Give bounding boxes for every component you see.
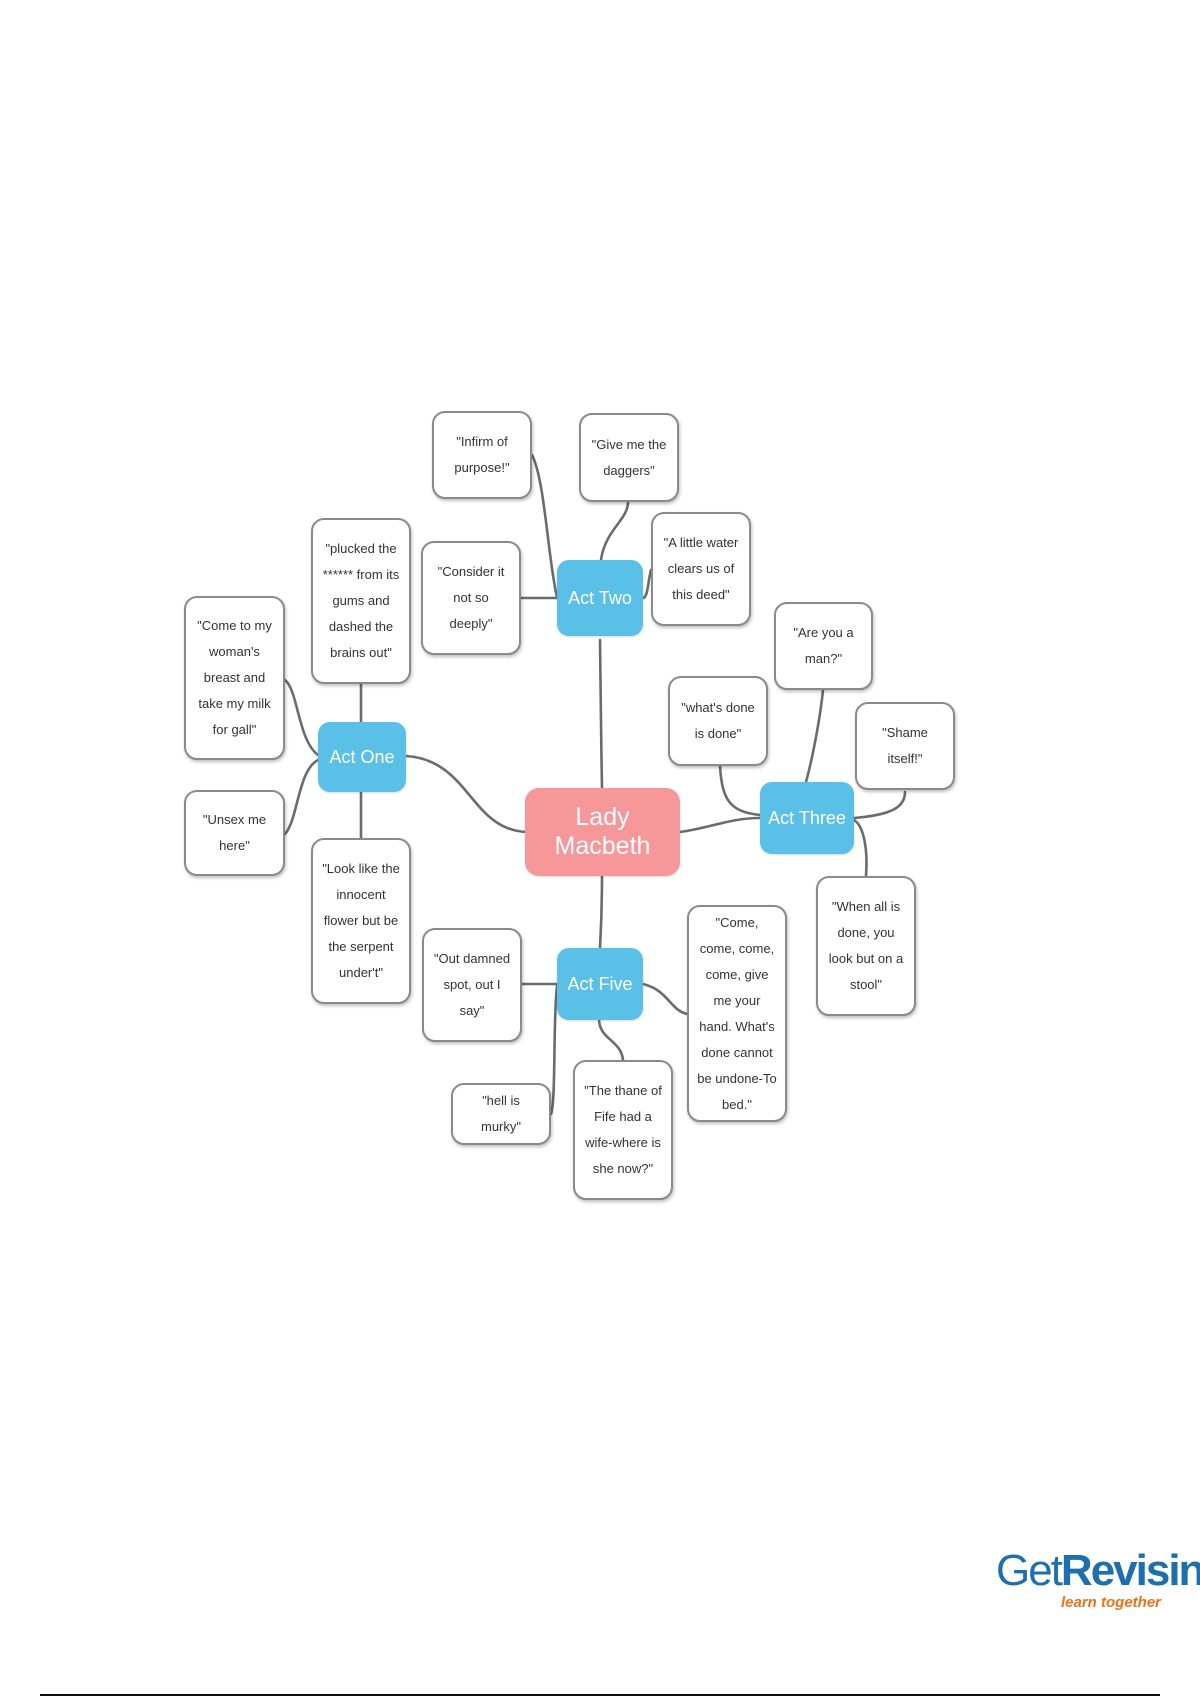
edge-central-act-one	[404, 754, 529, 834]
edge-act-five-quote-3	[549, 984, 559, 1116]
edge-central-act-five	[598, 874, 604, 950]
act-five-quote-4: "The thane of Fife had a wife-where is s…	[573, 1060, 673, 1200]
edge-act-three-quote-2	[718, 764, 762, 817]
logo-revising-text: Revising	[1060, 1546, 1200, 1595]
edge-central-act-two	[598, 638, 604, 790]
logo-wordmark: GetRevising	[996, 1546, 1200, 1595]
edge-central-act-three	[678, 816, 762, 834]
act-one-quote-2: "plucked the ****** from its gums and da…	[311, 518, 411, 684]
logo-get-text: Get	[996, 1546, 1063, 1595]
act-one-node: Act One	[318, 722, 406, 792]
edge-act-three-quote-1	[804, 688, 825, 784]
act-five-node: Act Five	[557, 948, 643, 1020]
logo-tagline: learn together	[1060, 1594, 1162, 1611]
act-three-quote-1: "Are you a man?"	[774, 602, 873, 690]
edge-act-two-quote-2	[599, 500, 630, 562]
edge-act-five-quote-2	[641, 982, 689, 1016]
edge-act-three-quote-4	[852, 818, 868, 878]
act-two-quote-2: "Give me the daggers"	[579, 413, 679, 502]
edge-act-two-quote-1	[530, 453, 559, 599]
act-two-quote-1: "Infirm of purpose!"	[432, 411, 532, 499]
act-two-node: Act Two	[557, 560, 643, 636]
act-one-quote-4: "Look like the innocent flower but be th…	[311, 838, 411, 1004]
edge-act-one-quote-3	[283, 758, 320, 836]
central-node-lady-macbeth: Lady Macbeth	[525, 788, 680, 876]
edge-act-one-quote-1	[283, 678, 320, 757]
act-five-quote-3: "hell is murky"	[451, 1083, 551, 1145]
act-three-quote-4: "When all is done, you look but on a sto…	[816, 876, 916, 1016]
act-five-quote-2: "Come, come, come, come, give me your ha…	[687, 905, 787, 1122]
act-three-node: Act Three	[760, 782, 854, 854]
act-five-quote-1: "Out damned spot, out I say"	[422, 928, 522, 1042]
act-one-quote-1: "Come to my woman's breast and take my m…	[184, 596, 285, 760]
act-three-quote-3: "Shame itself!"	[855, 702, 955, 790]
act-two-quote-3: "Consider it not so deeply"	[421, 541, 521, 655]
act-two-quote-4: "A little water clears us of this deed"	[651, 512, 751, 626]
getrevising-logo: GetRevising learn together	[996, 1546, 1200, 1612]
footer-divider	[40, 1694, 1160, 1696]
edge-act-five-quote-4	[597, 1018, 625, 1062]
edge-act-two-quote-4	[641, 568, 653, 600]
act-three-quote-2: "what's done is done"	[668, 676, 768, 766]
edge-act-three-quote-3	[852, 790, 907, 820]
act-one-quote-3: "Unsex me here"	[184, 790, 285, 876]
